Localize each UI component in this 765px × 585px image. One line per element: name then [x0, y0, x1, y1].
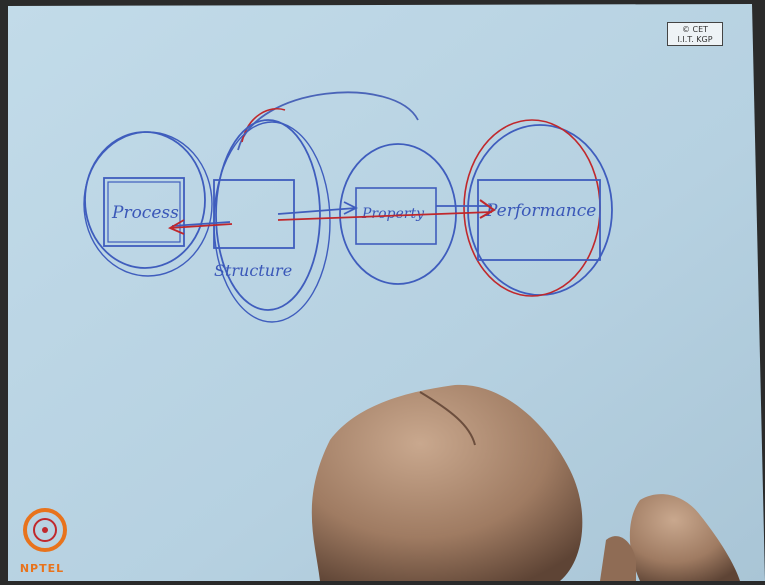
arrow-structure-to-property [277, 207, 357, 215]
performance-node: Performance [463, 119, 613, 297]
hand-image [311, 384, 740, 581]
property-label: Property [361, 206, 425, 222]
red-arrowhead-left [167, 219, 185, 235]
red-arrow-structure-to-process [169, 223, 233, 229]
performance-label: Performance [485, 201, 596, 221]
paper-sheet [8, 4, 765, 581]
watermark-line2: I.I.T. KGP [677, 35, 713, 44]
feedback-arc [237, 91, 419, 151]
copyright-watermark: © CET I.I.T. KGP [667, 22, 723, 46]
process-label: Process [111, 203, 179, 223]
red-arrow-structure-to-performance [277, 211, 493, 221]
property-node: Property [339, 143, 457, 285]
watermark-line1: © CET [681, 25, 709, 34]
process-node: Process [83, 131, 213, 277]
structure-label: Structure [214, 261, 292, 280]
nptel-logo [23, 508, 67, 552]
structure-node: Structure [213, 119, 331, 323]
arrows [167, 199, 496, 235]
red-arrowhead-right [479, 199, 496, 219]
nptel-logo-text: NPTEL [19, 562, 65, 575]
arrow-structure-to-process [171, 221, 231, 227]
arrowhead-property [343, 201, 359, 215]
